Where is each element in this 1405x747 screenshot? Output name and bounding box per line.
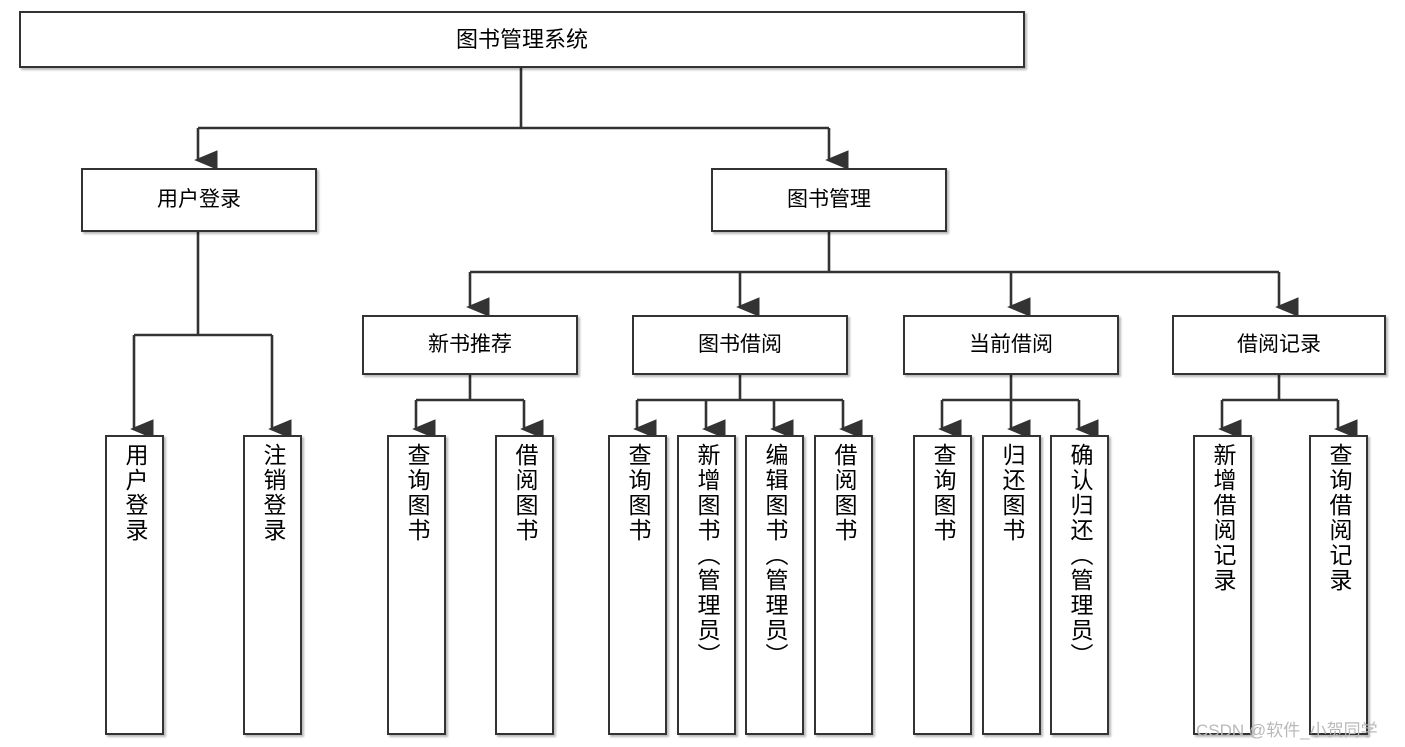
node-book-borrow-label: 图书借阅 — [698, 332, 782, 356]
node-leaf-borrow-book-2-label: 借阅图书 — [831, 443, 857, 543]
node-book-borrow[interactable]: 图书借阅 — [632, 315, 848, 375]
node-leaf-return-book[interactable]: 归还图书 — [982, 435, 1041, 735]
node-user-login[interactable]: 用户登录 — [81, 168, 317, 232]
watermark-text: CSDN @软件_小贺同学 — [1196, 721, 1378, 740]
node-leaf-add-record[interactable]: 新增借阅记录 — [1193, 435, 1252, 735]
node-leaf-return-book-label: 归还图书 — [999, 443, 1025, 543]
node-leaf-borrow-book-1[interactable]: 借阅图书 — [495, 435, 554, 735]
node-leaf-confirm-return-label: 确认归还（管理员） — [1067, 443, 1093, 668]
node-leaf-query-book-2-label: 查询图书 — [625, 443, 651, 543]
node-book-manage-label: 图书管理 — [787, 187, 871, 211]
node-user-login-label: 用户登录 — [157, 187, 241, 211]
node-new-book-recommend[interactable]: 新书推荐 — [362, 315, 578, 375]
node-leaf-logout-login-label: 注销登录 — [260, 443, 286, 543]
node-leaf-query-book-1[interactable]: 查询图书 — [387, 435, 446, 735]
node-borrow-record-label: 借阅记录 — [1237, 332, 1321, 356]
node-leaf-logout-login[interactable]: 注销登录 — [243, 435, 302, 735]
node-leaf-add-book-label: 新增图书（管理员） — [694, 443, 720, 668]
node-leaf-confirm-return[interactable]: 确认归还（管理员） — [1050, 435, 1109, 735]
node-root-system[interactable]: 图书管理系统 — [19, 11, 1025, 68]
node-leaf-query-book-3-label: 查询图书 — [930, 443, 956, 543]
node-leaf-edit-book[interactable]: 编辑图书（管理员） — [745, 435, 804, 735]
node-leaf-query-record-label: 查询借阅记录 — [1326, 443, 1352, 593]
node-book-manage[interactable]: 图书管理 — [711, 168, 947, 232]
node-leaf-add-record-label: 新增借阅记录 — [1210, 443, 1236, 593]
node-new-book-recommend-label: 新书推荐 — [428, 332, 512, 356]
node-current-borrow[interactable]: 当前借阅 — [903, 315, 1119, 375]
node-leaf-borrow-book-1-label: 借阅图书 — [512, 443, 538, 543]
node-root-system-label: 图书管理系统 — [455, 26, 588, 52]
node-leaf-query-book-1-label: 查询图书 — [404, 443, 430, 543]
node-leaf-edit-book-label: 编辑图书（管理员） — [762, 443, 788, 668]
node-leaf-user-login[interactable]: 用户登录 — [105, 435, 164, 735]
node-leaf-add-book[interactable]: 新增图书（管理员） — [677, 435, 736, 735]
node-borrow-record[interactable]: 借阅记录 — [1172, 315, 1386, 375]
node-leaf-query-record[interactable]: 查询借阅记录 — [1309, 435, 1368, 735]
node-leaf-query-book-2[interactable]: 查询图书 — [608, 435, 667, 735]
node-leaf-query-book-3[interactable]: 查询图书 — [913, 435, 972, 735]
node-leaf-user-login-label: 用户登录 — [122, 443, 148, 543]
node-leaf-borrow-book-2[interactable]: 借阅图书 — [814, 435, 873, 735]
node-current-borrow-label: 当前借阅 — [969, 332, 1053, 356]
